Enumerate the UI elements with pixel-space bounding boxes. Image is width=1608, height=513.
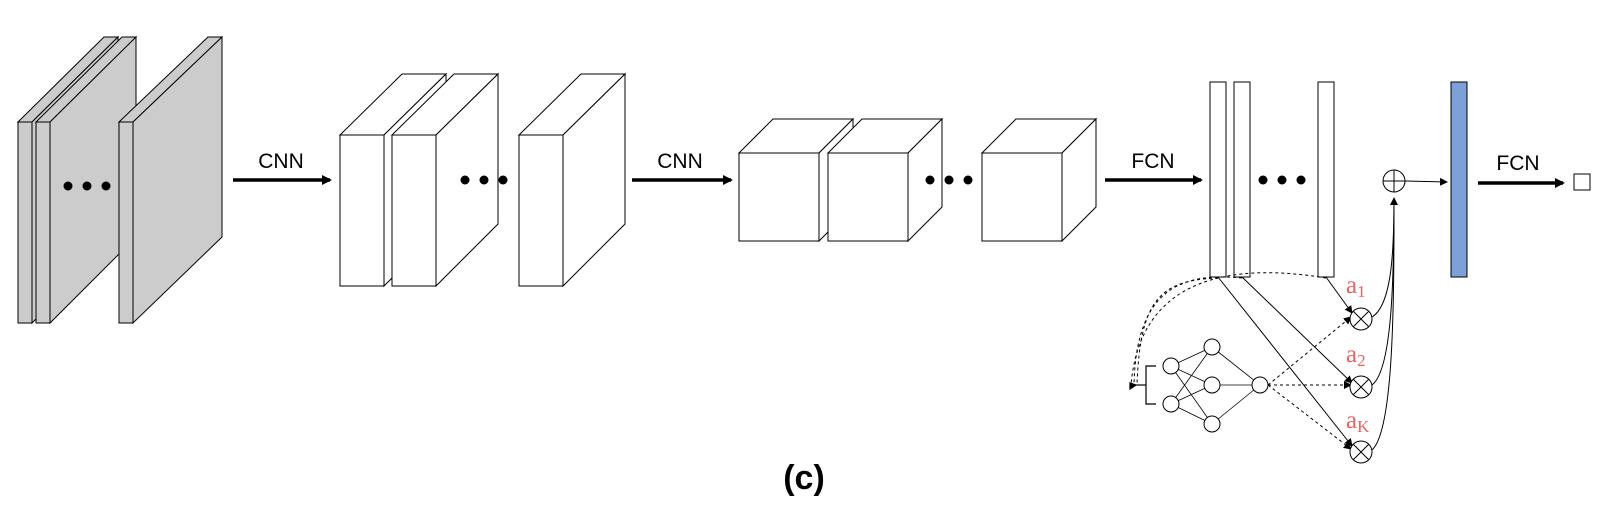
feature-vector-2 bbox=[1233, 81, 1251, 278]
feature-map-2c bbox=[980, 117, 1098, 243]
feature-maps-1 bbox=[338, 72, 627, 288]
sum-to-output-link bbox=[1404, 177, 1448, 186]
ellipsis-maps-2 bbox=[925, 175, 973, 185]
fcn-arrow-1: FCN bbox=[1105, 150, 1203, 185]
feature-vector-k bbox=[1317, 81, 1335, 278]
cnn-label-2: CNN bbox=[657, 150, 703, 173]
attention-input-links bbox=[1130, 272, 1327, 386]
multiply-icon-k bbox=[1349, 440, 1373, 464]
input-node-2 bbox=[1162, 395, 1180, 413]
ellipsis-frames bbox=[63, 181, 111, 191]
attention-output-links bbox=[1267, 316, 1352, 450]
output-box bbox=[1573, 173, 1591, 191]
input-node-1 bbox=[1162, 357, 1180, 375]
input-frame-3 bbox=[117, 35, 224, 325]
cnn-label-1: CNN bbox=[258, 150, 304, 173]
hidden-node-1 bbox=[1203, 338, 1221, 356]
cnn-arrow-2: CNN bbox=[632, 150, 733, 185]
fcn-label-2: FCN bbox=[1496, 152, 1539, 175]
feature-map-1b bbox=[390, 72, 500, 288]
hidden-node-2 bbox=[1203, 376, 1221, 394]
fcn-arrow-2: FCN bbox=[1478, 152, 1565, 188]
fcn-label-1: FCN bbox=[1131, 150, 1174, 173]
feature-map-1c bbox=[517, 72, 627, 288]
input-frame-stack bbox=[16, 35, 224, 325]
multiply-icon-1 bbox=[1349, 307, 1373, 331]
attention-bracket bbox=[1129, 365, 1156, 405]
cnn-arrow-1: CNN bbox=[233, 150, 332, 185]
feature-vector-1 bbox=[1209, 81, 1227, 278]
feature-maps-2 bbox=[737, 117, 1098, 243]
multiply-icon-2 bbox=[1349, 375, 1373, 399]
feature-map-2b bbox=[826, 117, 944, 243]
vector-to-multiplier-links bbox=[1217, 276, 1353, 447]
ellipsis-vectors bbox=[1258, 175, 1306, 185]
input-frame-2 bbox=[34, 35, 138, 325]
ellipsis-maps-1 bbox=[460, 175, 508, 185]
coef-label-1: a1 bbox=[1346, 272, 1366, 301]
feature-vectors bbox=[1209, 81, 1335, 278]
hidden-node-3 bbox=[1203, 415, 1221, 433]
coef-label-2: a2 bbox=[1346, 341, 1366, 370]
coef-label-k: aK bbox=[1346, 407, 1370, 436]
output-node bbox=[1251, 376, 1269, 394]
sum-icon bbox=[1382, 169, 1406, 193]
attention-network-nodes bbox=[1162, 338, 1269, 433]
multiplier-nodes bbox=[1349, 307, 1373, 464]
multiplier-to-sum-links bbox=[1371, 197, 1398, 451]
figure-caption: (c) bbox=[783, 459, 825, 497]
aggregated-vector bbox=[1450, 81, 1468, 278]
